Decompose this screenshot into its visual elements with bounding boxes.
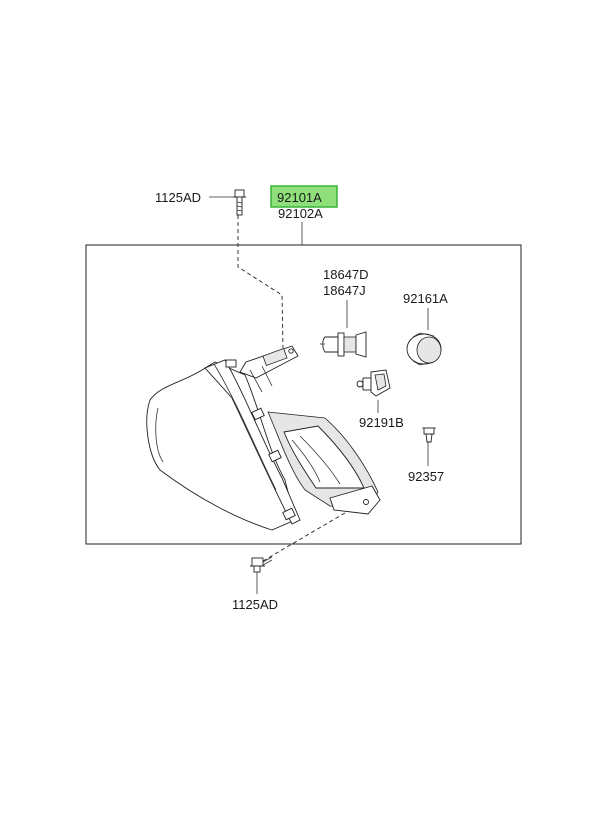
dust-cap-icon — [406, 332, 442, 366]
bolt-bottom-icon — [250, 556, 273, 573]
part-highlight-box[interactable] — [270, 185, 338, 208]
headlamp-housing-icon — [146, 345, 381, 531]
alignment-dashes — [237, 215, 351, 562]
label-bulb-18647j[interactable]: 18647J — [323, 283, 366, 298]
assembly-frame — [85, 244, 522, 545]
label-bolt-bottom[interactable]: 1125AD — [232, 597, 278, 612]
label-bolt-top[interactable]: 1125AD — [155, 190, 201, 205]
bulb-socket-icon — [356, 369, 391, 397]
label-cap-92161a[interactable]: 92161A — [403, 291, 448, 306]
label-part-92101a[interactable]: 92101A — [277, 190, 322, 205]
label-part-92102a[interactable]: 92102A — [278, 206, 323, 221]
label-bulb-18647d[interactable]: 18647D — [323, 267, 369, 282]
bolt-top-icon — [233, 189, 246, 216]
label-screw-92357[interactable]: 92357 — [408, 469, 444, 484]
bulb-h4-icon — [320, 331, 367, 358]
label-socket-92191b[interactable]: 92191B — [359, 415, 404, 430]
screw-icon — [422, 427, 436, 443]
leader-lines — [209, 196, 429, 594]
